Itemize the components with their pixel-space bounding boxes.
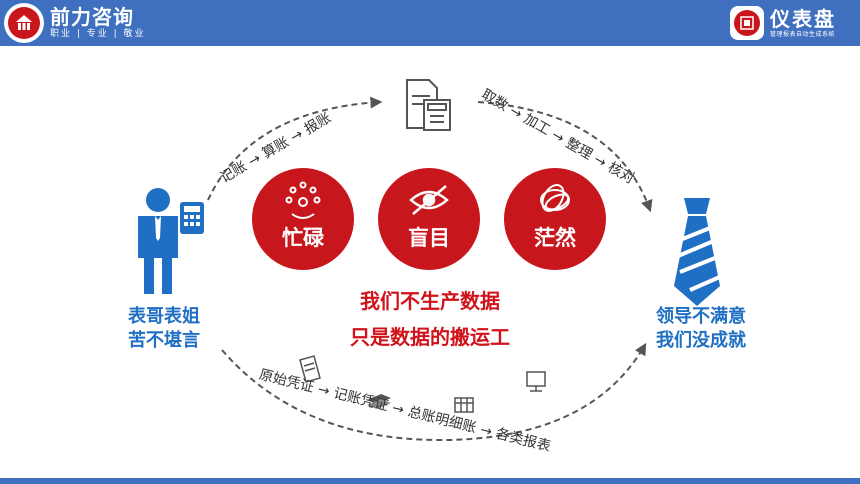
left-person-line2: 苦不堪言 bbox=[128, 330, 200, 351]
confused-label: 茫然 bbox=[534, 226, 576, 250]
busy-label: 忙碌 bbox=[282, 226, 324, 250]
product-name: 仪表盘 bbox=[770, 6, 836, 31]
product-logo: 仪表盘 管理报表自动生成系统 bbox=[730, 3, 836, 43]
flow-arc-bottom bbox=[221, 342, 647, 442]
ledger-icon bbox=[454, 397, 474, 413]
company-logo-icon bbox=[4, 3, 44, 43]
accountant-person-icon bbox=[138, 188, 204, 294]
necktie-icon bbox=[674, 198, 723, 306]
left-person-caption: 表哥表姐 苦不堪言 bbox=[104, 305, 224, 353]
right-person-line2: 我们没成就 bbox=[656, 330, 746, 351]
confused-scribble-icon bbox=[540, 184, 570, 212]
header-bar bbox=[0, 0, 860, 46]
blind-circle: 盲目 bbox=[378, 168, 480, 270]
footer-bar bbox=[0, 478, 860, 484]
blind-label: 盲目 bbox=[408, 226, 450, 250]
busy-circle: 忙碌 bbox=[252, 168, 354, 270]
right-person-caption: 领导不满意 我们没成就 bbox=[636, 305, 766, 353]
confused-circle: 茫然 bbox=[504, 168, 606, 270]
headline-line1: 我们不生产数据 bbox=[360, 289, 500, 313]
company-logo: 前力咨询 职业 | 专业 | 敬业 bbox=[4, 3, 146, 43]
company-tagline: 职业 | 专业 | 敬业 bbox=[50, 29, 146, 39]
left-person-line1: 表哥表姐 bbox=[128, 306, 200, 327]
flow-arc-top-left bbox=[207, 96, 383, 201]
flow-arc-top-right bbox=[477, 101, 653, 213]
blind-eye-icon bbox=[409, 185, 449, 215]
company-name: 前力咨询 bbox=[50, 5, 134, 29]
report-monitor-icon bbox=[526, 371, 546, 392]
voucher-stack-icon bbox=[367, 394, 391, 409]
busy-juggler-icon bbox=[285, 181, 321, 219]
receipt-icon bbox=[299, 355, 321, 383]
product-tagline: 管理报表自动生成系统 bbox=[770, 30, 836, 38]
document-calculator-icon bbox=[406, 79, 451, 131]
headline-line2: 只是数据的搬运工 bbox=[350, 325, 510, 349]
right-person-line1: 领导不满意 bbox=[656, 306, 746, 327]
product-logo-icon bbox=[730, 6, 764, 40]
